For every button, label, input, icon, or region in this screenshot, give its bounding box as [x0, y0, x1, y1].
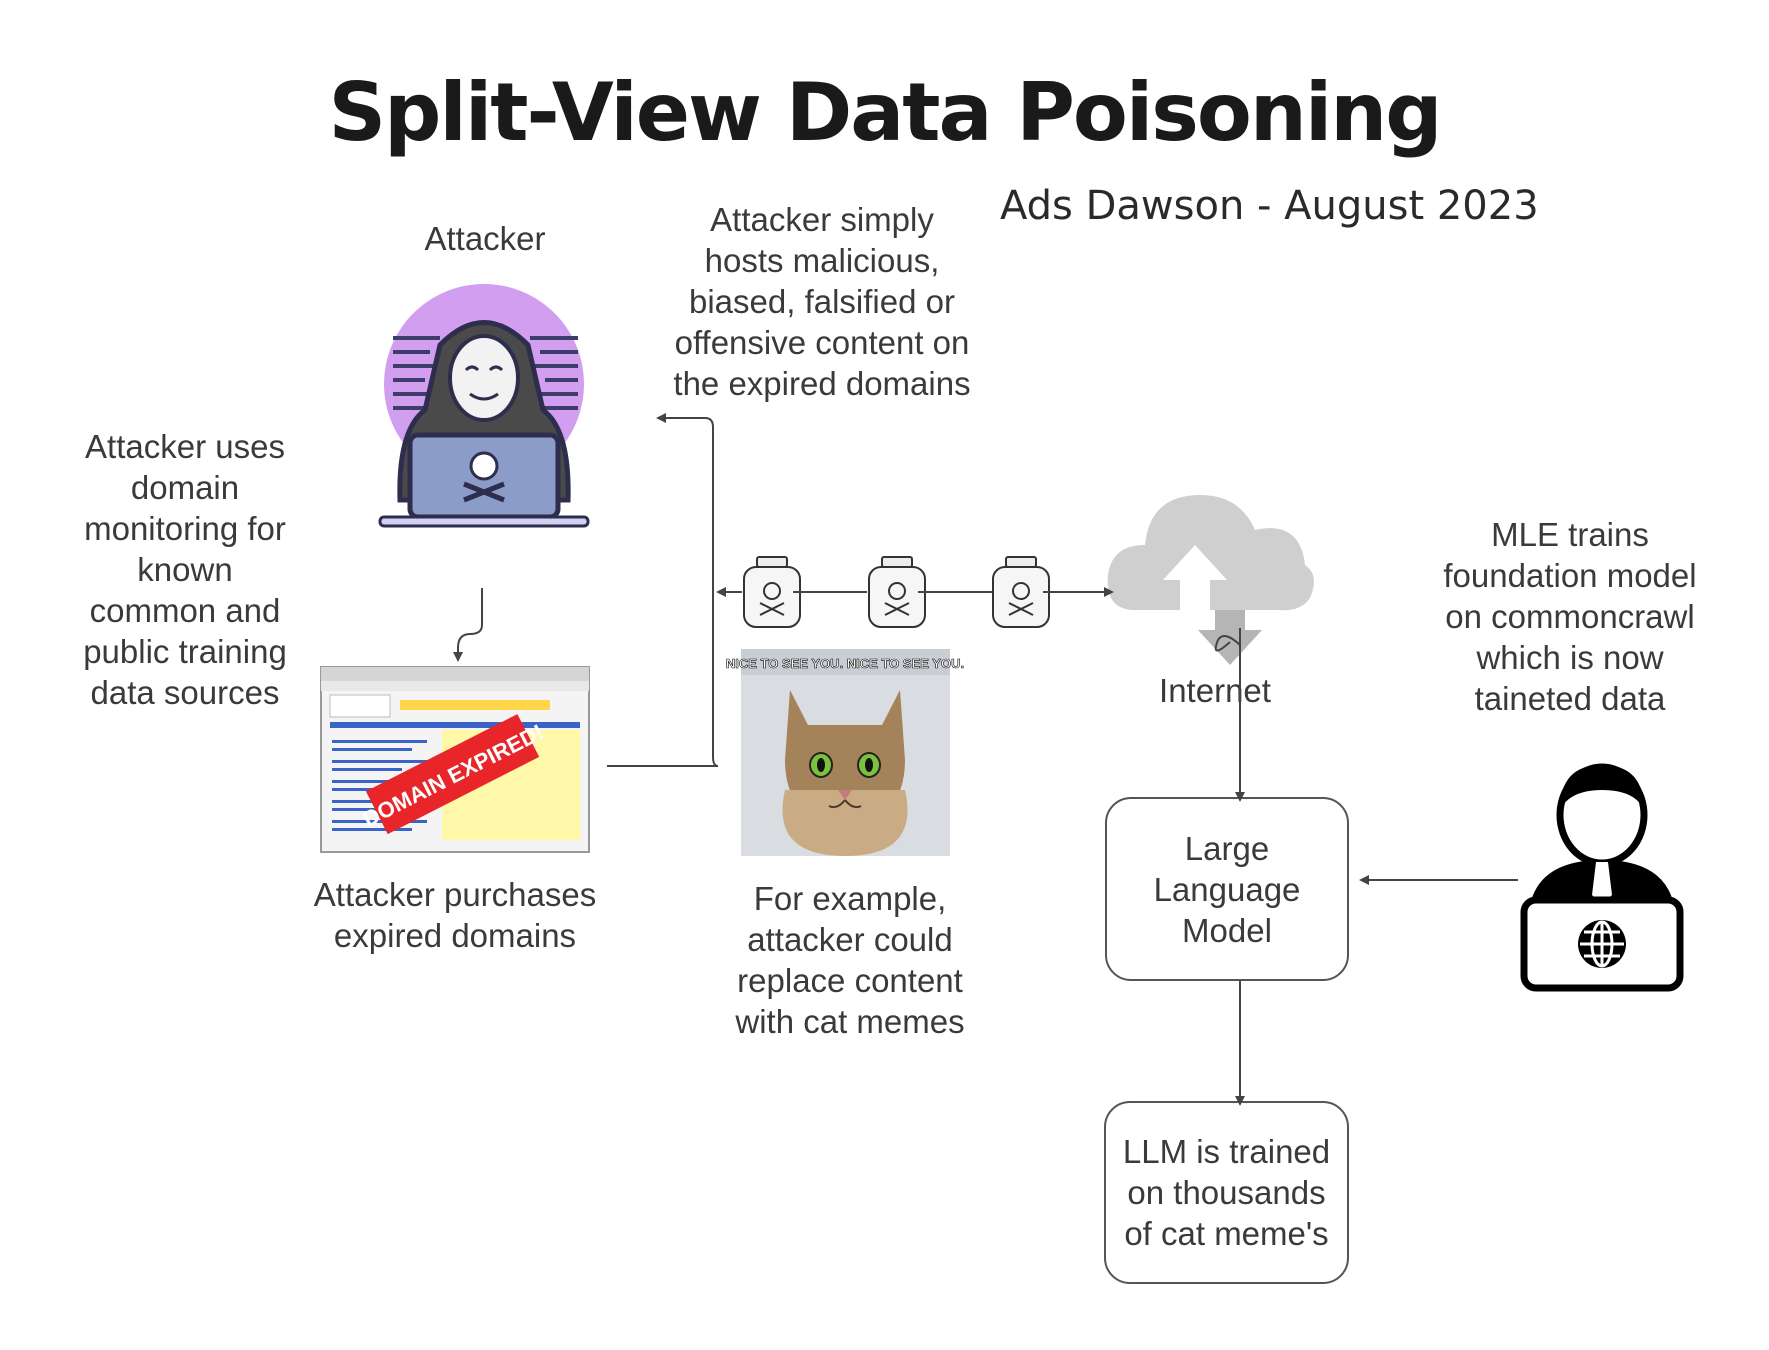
hacker-icon: [378, 284, 590, 528]
mle-trains-label: MLE trains foundation model on commoncra…: [1443, 516, 1697, 717]
purchases-label: Attacker purchases expired domains: [313, 876, 597, 954]
cloud-upload-download-icon: [1107, 495, 1314, 665]
domain-expired-screenshot: DOMAIN EXPIRED!: [320, 666, 590, 853]
diagram-subtitle: Ads Dawson - August 2023: [1000, 183, 1539, 229]
llm-box: Large Language Model: [1105, 797, 1349, 981]
internet-label: Internet: [1159, 672, 1271, 709]
poison-bottle-icon: [992, 556, 1050, 628]
attacker-label: Attacker: [424, 220, 546, 257]
llm-trained-box: LLM is trained on thousands of cat meme'…: [1104, 1101, 1349, 1284]
mle-engineer-icon: [1520, 763, 1684, 992]
llm-box-label: Large Language Model: [1153, 829, 1301, 949]
cat-meme-image: NICE TO SEE YOU. NICE TO SEE YOU.: [726, 649, 964, 856]
domain-monitoring-label: Attacker uses domain monitoring for know…: [83, 428, 287, 711]
llm-trained-label: LLM is trained on thousands of cat meme'…: [1122, 1133, 1331, 1252]
poison-bottle-icon: [868, 556, 926, 628]
cat-example-label: For example, attacker could replace cont…: [735, 880, 965, 1040]
poison-bottle-icon: [743, 556, 801, 628]
attacker-hosts-label: Attacker simply hosts malicious, biased,…: [673, 201, 971, 402]
diagram-title: Split-View Data Poisoning: [328, 66, 1443, 159]
meme-caption: NICE TO SEE YOU. NICE TO SEE YOU.: [726, 656, 964, 671]
connectors: [453, 413, 1518, 1106]
